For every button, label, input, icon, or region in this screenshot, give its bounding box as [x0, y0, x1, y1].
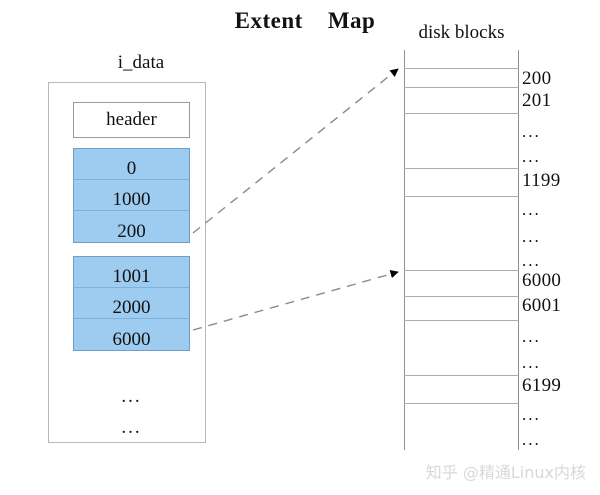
disk-block-number: 200	[522, 68, 552, 89]
disk-block-number: 6001	[522, 295, 562, 316]
extent-block-2: 1001 2000 6000	[73, 256, 190, 351]
disk-divider	[404, 296, 519, 297]
disk-divider	[404, 68, 519, 69]
diagram-title: Extent Map	[234, 8, 376, 33]
disk-divider	[404, 375, 519, 376]
disk-block-number: ...	[522, 353, 541, 372]
disk-block-number: ...	[522, 251, 541, 270]
extent-row: 1001	[74, 257, 189, 288]
idata-header-cell: header	[73, 102, 190, 138]
disk-divider	[404, 403, 519, 404]
idata-ellipsis-1: ...	[121, 386, 142, 407]
arrow-extent2-to-block6000	[192, 270, 399, 331]
disk-blocks-label: disk blocks	[418, 22, 505, 43]
extent-row: 0	[74, 149, 189, 180]
disk-divider	[404, 270, 519, 271]
disk-divider	[404, 87, 519, 88]
disk-block-number: 6000	[522, 270, 562, 291]
extent-row: 2000	[74, 288, 189, 319]
extent-row: 6000	[112, 328, 151, 350]
arrow-extent1-to-block200	[192, 68, 399, 234]
extent-row: 1000	[74, 180, 189, 211]
disk-block-number: ...	[522, 122, 541, 141]
disk-divider	[404, 168, 519, 169]
disk-block-number: ...	[522, 200, 541, 219]
extent-row: 200	[117, 220, 146, 242]
watermark: 知乎 @精通Linux内核	[425, 463, 586, 482]
disk-block-number: ...	[522, 147, 541, 166]
disk-blocks-column	[404, 50, 519, 450]
disk-block-number: ...	[522, 327, 541, 346]
disk-block-number: 1199	[522, 170, 561, 191]
disk-divider	[404, 113, 519, 114]
disk-block-number: 6199	[522, 375, 562, 396]
idata-ellipsis-2: ...	[121, 417, 142, 438]
disk-block-number: ...	[522, 430, 541, 449]
disk-block-number: ...	[522, 227, 541, 246]
extent-block-1: 0 1000 200	[73, 148, 190, 243]
idata-label: i_data	[117, 52, 165, 73]
disk-block-number: 201	[522, 90, 552, 111]
disk-divider	[404, 196, 519, 197]
disk-divider	[404, 320, 519, 321]
disk-block-number: ...	[522, 405, 541, 424]
